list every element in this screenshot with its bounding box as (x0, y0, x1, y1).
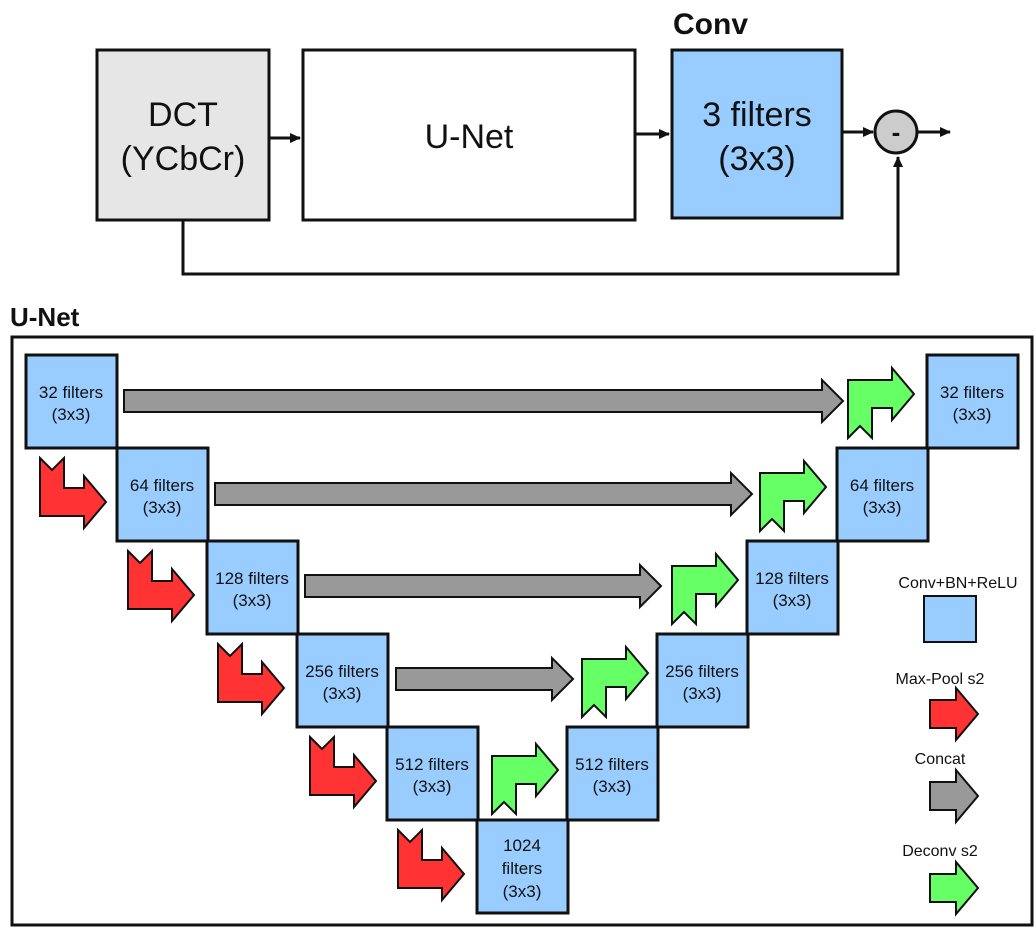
block-sublabel: (3x3) (143, 498, 182, 517)
skip-connection-line (181, 156, 903, 276)
block-label-line2: filters (502, 859, 543, 878)
decoder-block-64: 64 filters (3x3) (835, 446, 930, 543)
block-sublabel: (3x3) (773, 591, 812, 610)
decoder-block-512: 512 filters (3x3) (565, 725, 660, 822)
maxpool-arrow-1 (39, 457, 107, 529)
encoder-block-64: 64 filters (3x3) (115, 446, 210, 543)
block-sublabel: (3x3) (413, 777, 452, 796)
block-label: 64 filters (850, 476, 914, 495)
encoder-block-256: 256 filters (3x3) (295, 632, 390, 729)
concat-arrows (123, 377, 845, 703)
encoder-block-128: 128 filters (3x3) (205, 539, 300, 636)
maxpool-arrow-3 (217, 643, 285, 715)
unet-section-title: U-Net (10, 302, 80, 332)
legend-maxpool-arrow (929, 685, 980, 743)
maxpool-arrow-5 (397, 829, 465, 901)
legend-deconv-arrow (929, 859, 980, 917)
unet-label: U-Net (425, 118, 514, 156)
encoder-block-512: 512 filters (3x3) (385, 725, 480, 822)
deconv-arrow-3 (671, 553, 739, 625)
block-label: 256 filters (305, 662, 379, 681)
unet-block (301, 48, 637, 222)
dct-block (95, 48, 271, 222)
decoder-block-256: 256 filters (3x3) (655, 632, 750, 729)
deconv-arrow-1 (491, 743, 559, 815)
conv-sublabel: (3x3) (718, 140, 795, 178)
dct-label: DCT (148, 96, 218, 134)
legend: Conv+BN+ReLU Max-Pool s2 Concat Deconv s… (896, 575, 1018, 917)
block-sublabel: (3x3) (323, 684, 362, 703)
legend-concat-arrow (929, 767, 980, 825)
top-pipeline: DCT (YCbCr) U-Net Conv 3 filters (3x3) - (95, 8, 951, 276)
maxpool-arrow-4 (309, 736, 377, 808)
maxpool-arrow-2 (127, 550, 195, 622)
block-label: 32 filters (39, 383, 103, 402)
concat-arrow-64 (214, 470, 754, 518)
block-sublabel: (3x3) (593, 777, 632, 796)
block-label: 1024 (503, 836, 541, 855)
conv-block (670, 48, 844, 220)
subtract-symbol: - (892, 117, 901, 147)
legend-conv-label: Conv+BN+ReLU (898, 575, 1017, 592)
block-label: 256 filters (665, 662, 739, 681)
block-sublabel: (3x3) (503, 882, 542, 901)
dct-sublabel: (YCbCr) (121, 140, 246, 178)
conv-label: 3 filters (702, 96, 812, 134)
deconv-arrow-5 (847, 367, 915, 439)
bottleneck-block-1024: 1024 filters (3x3) (475, 818, 570, 915)
conv-title: Conv (673, 8, 748, 41)
concat-arrow-128 (304, 562, 663, 610)
block-label: 64 filters (130, 476, 194, 495)
block-sublabel: (3x3) (683, 684, 722, 703)
legend-maxpool-label: Max-Pool s2 (896, 671, 985, 688)
deconv-arrow-4 (759, 460, 827, 532)
block-sublabel: (3x3) (52, 405, 91, 424)
block-sublabel: (3x3) (233, 591, 272, 610)
legend-concat-label: Concat (915, 751, 966, 768)
legend-deconv-label: Deconv s2 (902, 843, 978, 860)
deconv-arrow-2 (581, 646, 649, 718)
block-label: 32 filters (940, 383, 1004, 402)
encoder-block-32: 32 filters (3x3) (24, 353, 119, 450)
block-label: 512 filters (575, 755, 649, 774)
decoder-block-128: 128 filters (3x3) (745, 539, 840, 636)
legend-conv-swatch (923, 595, 977, 643)
unet-frame (10, 335, 1034, 927)
block-sublabel: (3x3) (953, 405, 992, 424)
block-label: 128 filters (755, 569, 829, 588)
concat-arrow-32 (123, 377, 845, 425)
block-sublabel: (3x3) (863, 498, 902, 517)
unet-blocks: 32 filters (3x3) 64 filters (3x3) 128 fi… (24, 353, 1020, 915)
decoder-block-32: 32 filters (3x3) (925, 353, 1020, 450)
block-label: 512 filters (395, 755, 469, 774)
block-label: 128 filters (215, 569, 289, 588)
concat-arrow-256 (395, 655, 575, 703)
